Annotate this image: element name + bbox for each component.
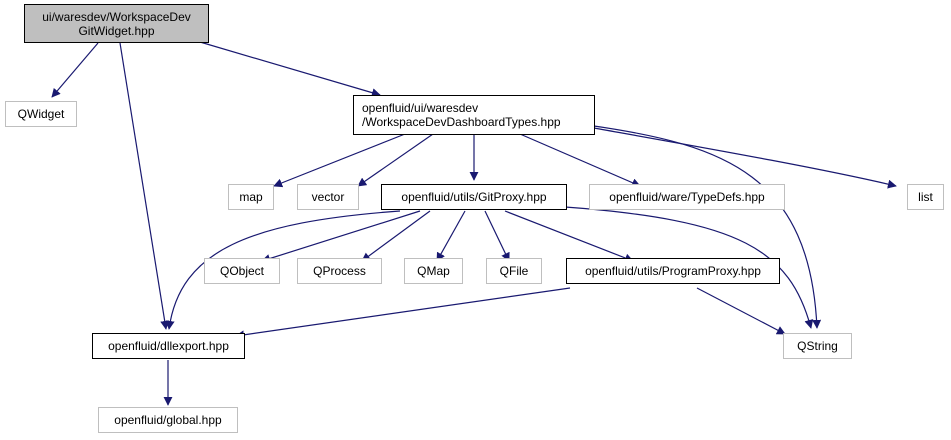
node-list: list bbox=[907, 184, 944, 210]
node-qfile-label: QFile bbox=[499, 264, 529, 278]
node-qprocess-label: QProcess bbox=[313, 264, 366, 278]
node-qwidget-label: QWidget bbox=[17, 107, 65, 121]
node-root[interactable]: ui/waresdev/WorkspaceDev GitWidget.hpp bbox=[24, 4, 209, 43]
node-typedefs: openfluid/ware/TypeDefs.hpp bbox=[589, 184, 785, 210]
edge-programproxy-dllexport bbox=[235, 287, 571, 340]
node-dashboard-types-line2: /WorkspaceDevDashboardTypes.hpp bbox=[362, 115, 561, 129]
edge-dashboard-vector bbox=[357, 133, 434, 187]
edge-gitproxy-qprocess bbox=[361, 210, 431, 262]
edge-dashboard-typedefs bbox=[519, 133, 641, 187]
node-gitproxy-label: openfluid/utils/GitProxy.hpp bbox=[401, 190, 547, 204]
node-map-label: map bbox=[239, 190, 263, 204]
node-qobject: QObject bbox=[204, 258, 280, 284]
edge-gitproxy-qmap bbox=[436, 210, 466, 262]
node-qprocess: QProcess bbox=[297, 258, 382, 284]
edge-gitproxy-qstring bbox=[564, 206, 814, 329]
edge-gitproxy-qfile bbox=[484, 210, 510, 262]
node-qmap: QMap bbox=[404, 258, 463, 284]
edge-gitproxy-programproxy bbox=[504, 210, 634, 263]
node-global-label: openfluid/global.hpp bbox=[114, 413, 222, 427]
node-qobject-label: QObject bbox=[219, 264, 264, 278]
node-qfile: QFile bbox=[486, 258, 542, 284]
edge-gitproxy-qobject bbox=[261, 210, 421, 263]
node-vector: vector bbox=[297, 184, 359, 210]
node-root-line2: GitWidget.hpp bbox=[78, 23, 155, 38]
edge-programproxy-qstring bbox=[696, 287, 786, 335]
node-qstring-label: QString bbox=[797, 339, 838, 353]
edge-dashboard-map bbox=[273, 133, 406, 188]
node-typedefs-label: openfluid/ware/TypeDefs.hpp bbox=[609, 190, 765, 204]
node-gitproxy[interactable]: openfluid/utils/GitProxy.hpp bbox=[381, 184, 567, 210]
edge-root-dashboardtypes bbox=[199, 41, 381, 98]
node-dashboard-types[interactable]: openfluid/ui/waresdev /WorkspaceDevDashb… bbox=[353, 95, 595, 135]
node-global: openfluid/global.hpp bbox=[98, 407, 238, 433]
node-map: map bbox=[228, 184, 274, 210]
node-dllexport[interactable]: openfluid/dllexport.hpp bbox=[92, 333, 245, 359]
edge-dashboard-list bbox=[593, 127, 897, 189]
node-list-label: list bbox=[918, 190, 933, 204]
node-qstring: QString bbox=[783, 333, 852, 359]
node-dllexport-label: openfluid/dllexport.hpp bbox=[108, 339, 229, 353]
edge-dashboard-qstring bbox=[593, 125, 822, 329]
edge-root-qwidget bbox=[51, 42, 99, 98]
edge-root-dllexport bbox=[119, 42, 170, 330]
edge-gitproxy-dllexport bbox=[165, 210, 401, 330]
node-root-line1: ui/waresdev/WorkspaceDev bbox=[42, 9, 191, 24]
node-qmap-label: QMap bbox=[417, 264, 450, 278]
node-programproxy[interactable]: openfluid/utils/ProgramProxy.hpp bbox=[566, 258, 780, 284]
node-vector-label: vector bbox=[311, 190, 345, 204]
node-programproxy-label: openfluid/utils/ProgramProxy.hpp bbox=[585, 264, 761, 278]
node-qwidget: QWidget bbox=[5, 101, 77, 127]
node-dashboard-types-line1: openfluid/ui/waresdev bbox=[362, 101, 479, 115]
